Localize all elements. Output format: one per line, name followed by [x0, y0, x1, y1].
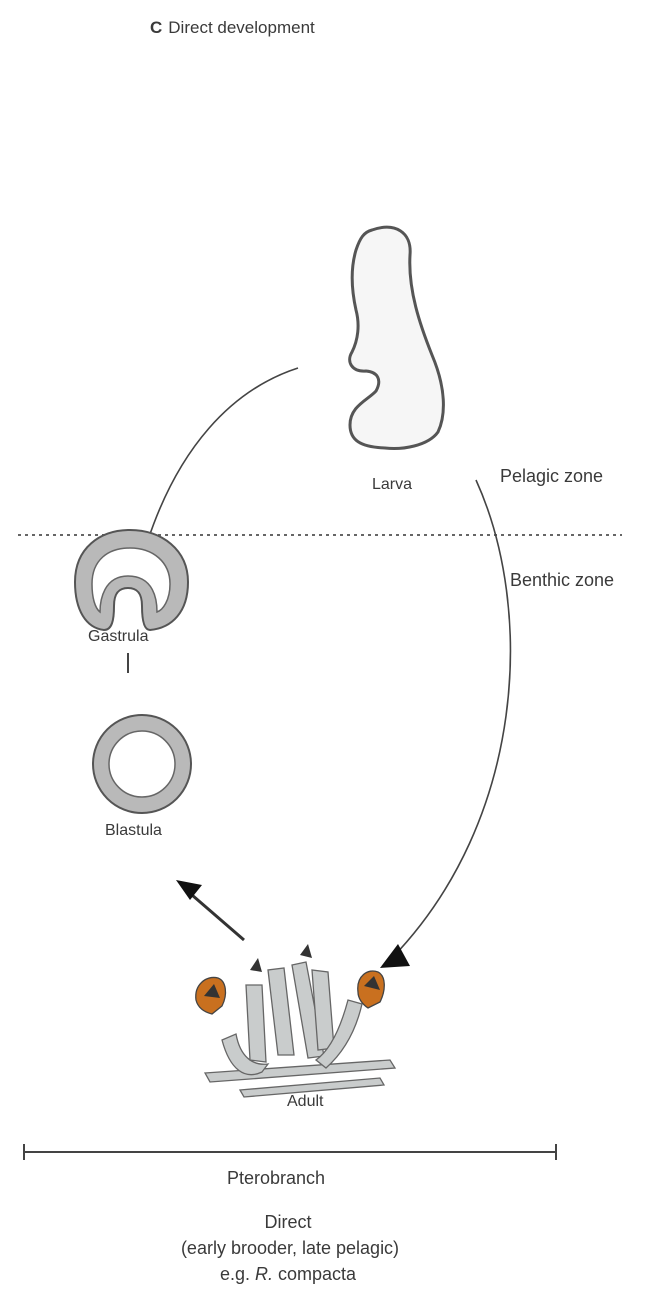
group-label: Pterobranch: [0, 1168, 608, 1189]
bottom-span-bar: [24, 1144, 556, 1160]
development-detail-label: (early brooder, late pelagic): [0, 1238, 622, 1259]
panel-letter: C: [150, 18, 162, 37]
example-species-label: e.g. R. compacta: [0, 1264, 620, 1285]
larva-to-adult-arrowhead: [380, 944, 410, 968]
larva-to-adult-arrow: [392, 480, 510, 958]
adult-to-blastula-arrowhead: [176, 880, 202, 900]
pelagic-zone-label: Pelagic zone: [500, 466, 603, 487]
example-genus: R.: [255, 1264, 273, 1284]
development-mode-label: Direct: [0, 1212, 620, 1233]
example-species: compacta: [278, 1264, 356, 1284]
adult-to-blastula-arrow: [192, 895, 244, 940]
gastrula-to-larva-arc: [148, 368, 298, 540]
adult-colony-icon: [196, 944, 395, 1097]
panel-title-text: Direct development: [168, 18, 314, 37]
blastula-icon: [93, 715, 191, 813]
gastrula-icon: [75, 530, 188, 630]
panel-title: C Direct development: [150, 18, 315, 38]
blastula-label: Blastula: [105, 822, 162, 840]
benthic-zone-label: Benthic zone: [510, 570, 614, 591]
larva-shape: [350, 227, 444, 448]
adult-label: Adult: [287, 1093, 323, 1111]
larva-label: Larva: [372, 476, 412, 494]
example-prefix: e.g.: [220, 1264, 250, 1284]
gastrula-label: Gastrula: [88, 628, 148, 646]
